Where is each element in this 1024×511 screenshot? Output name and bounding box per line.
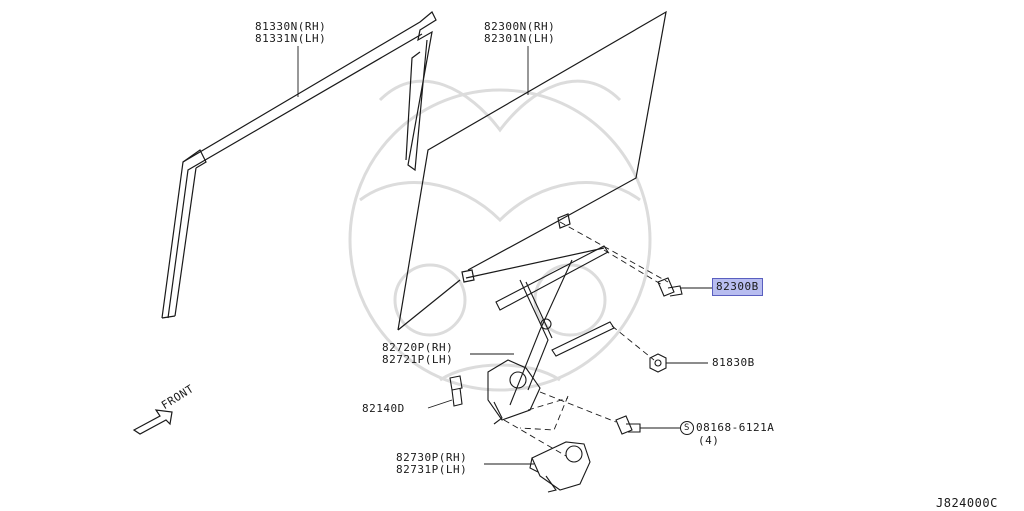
regulator-rh: 82720P(RH) xyxy=(382,341,454,354)
fastener-bolt-82300b xyxy=(657,277,683,297)
screw-code: 08168-6121A xyxy=(696,421,775,434)
nut-part-label: 81830B xyxy=(712,356,755,369)
regulator-part-label: 82720P(RH) 82721P(LH) xyxy=(382,342,453,366)
guide-dashes xyxy=(503,221,669,457)
leader-lines xyxy=(297,46,712,465)
diagram-id: J824000C xyxy=(936,496,998,510)
glass-rh: 82300N(RH) xyxy=(484,20,556,33)
door-glass-outline xyxy=(397,10,667,331)
motor-lh: 82731P(LH) xyxy=(396,463,468,476)
bolt-glass-part-label[interactable]: 82300B xyxy=(712,278,763,296)
sash-rh: 81330N(RH) xyxy=(255,20,327,33)
fastener-bolt-82140d xyxy=(449,375,463,407)
regulator-motor xyxy=(529,441,591,493)
regulator-lh: 82721P(LH) xyxy=(382,353,454,366)
screw-symbol-icon: S xyxy=(680,421,694,435)
bolt-part-label: 82140D xyxy=(362,402,405,415)
sash-part-label: 81330N(RH) 81331N(LH) xyxy=(255,21,326,45)
sash-lh: 81331N(LH) xyxy=(255,32,327,45)
glass-lh: 82301N(LH) xyxy=(484,32,556,45)
fastener-screw-08168 xyxy=(615,415,641,435)
motor-part-label: 82730P(RH) 82731P(LH) xyxy=(396,452,467,476)
door-sash-outline xyxy=(161,11,437,319)
fastener-nut-81830b xyxy=(649,353,667,373)
glass-part-label: 82300N(RH) 82301N(LH) xyxy=(484,21,555,45)
front-arrow-icon xyxy=(132,409,173,435)
window-regulator xyxy=(487,245,615,425)
screw-qty: (4) xyxy=(698,434,720,447)
motor-rh: 82730P(RH) xyxy=(396,451,468,464)
